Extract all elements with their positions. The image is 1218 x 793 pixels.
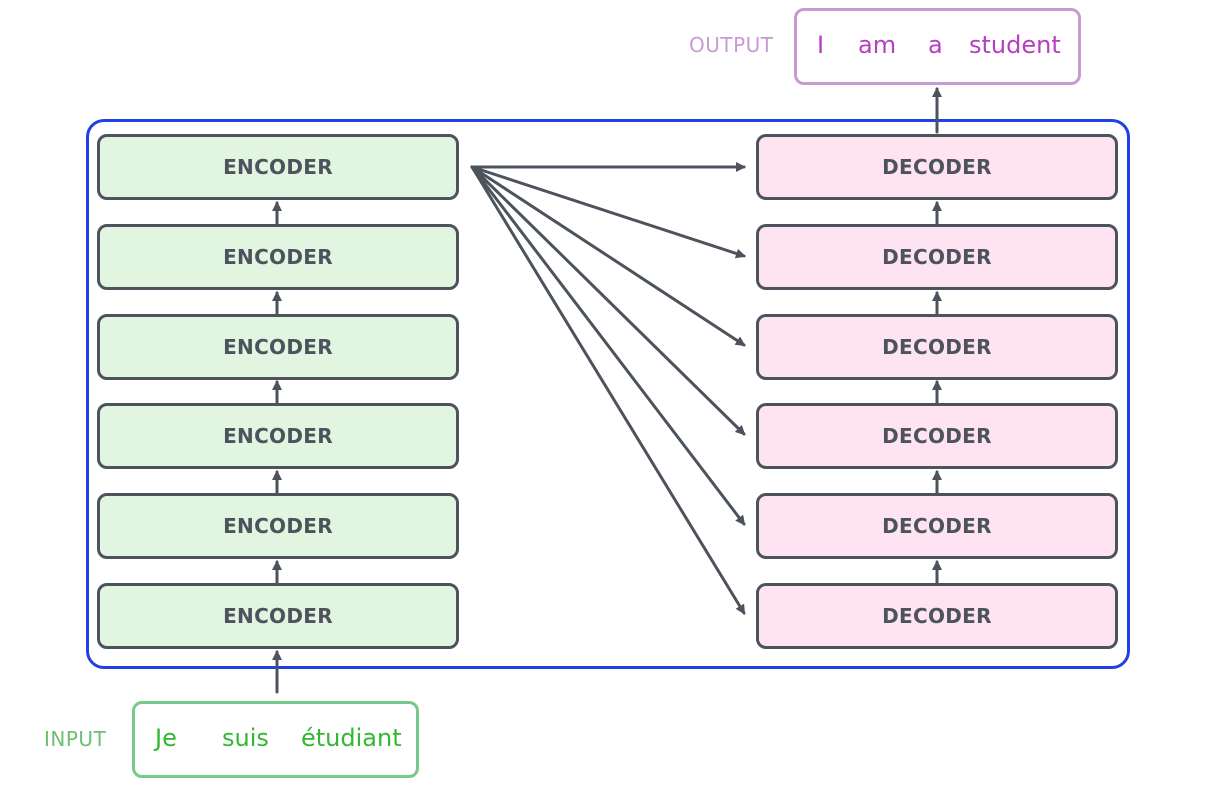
- input-word: étudiant: [301, 724, 402, 752]
- output-label: OUTPUT: [689, 33, 774, 57]
- input-label: INPUT: [44, 727, 107, 751]
- input-word: suis: [222, 724, 269, 752]
- output-sentence-box: [794, 8, 1081, 85]
- decoder-block-6: DECODER: [756, 134, 1118, 200]
- encoder-to-decoder-arrow: [470, 165, 746, 526]
- encoder-block-6: ENCODER: [97, 134, 459, 200]
- encoder-to-decoder-arrow: [470, 165, 746, 615]
- input-sentence-box: [132, 701, 419, 778]
- input-word: Je: [155, 724, 177, 752]
- encoder-decoder-stack-container: [86, 119, 1130, 669]
- encoder-to-decoder-arrow: [470, 165, 746, 347]
- output-word: a: [928, 31, 943, 59]
- encoder-to-decoder-arrow: [470, 165, 746, 259]
- output-word: student: [969, 31, 1061, 59]
- encoder-block-5: ENCODER: [97, 224, 459, 290]
- encoder-block-4: ENCODER: [97, 314, 459, 380]
- output-word: am: [858, 31, 897, 59]
- decoder-block-5: DECODER: [756, 224, 1118, 290]
- encoder-to-decoder-arrow: [470, 165, 746, 436]
- decoder-block-3: DECODER: [756, 403, 1118, 469]
- output-word: I: [817, 31, 825, 59]
- encoder-block-2: ENCODER: [97, 493, 459, 559]
- decoder-block-1: DECODER: [756, 583, 1118, 649]
